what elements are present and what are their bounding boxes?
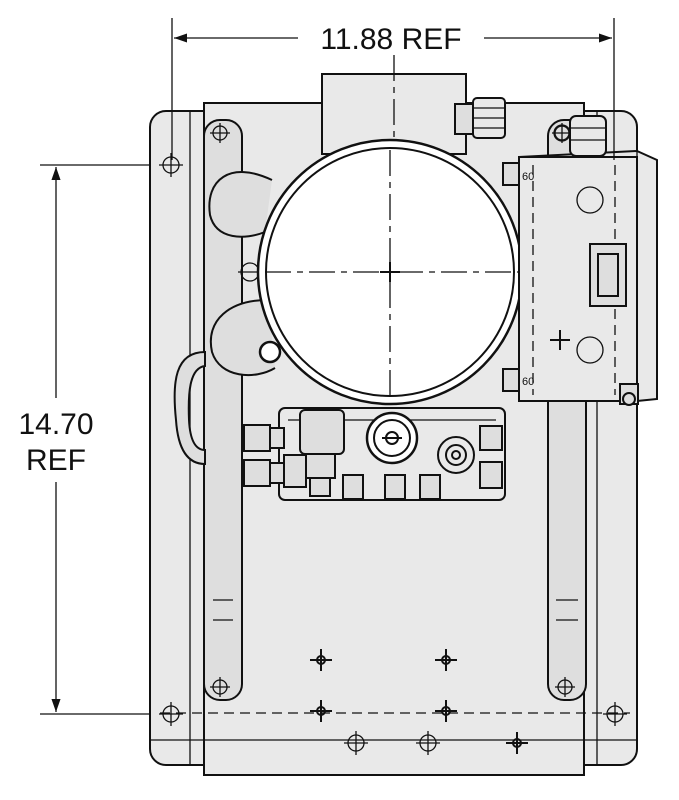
hole-mark	[310, 700, 332, 722]
left-slot-rail	[203, 119, 243, 701]
motor-lifting-brackets	[208, 171, 282, 377]
pressure-gauge-port	[437, 436, 475, 474]
fittings-right	[479, 425, 503, 489]
toggle-switch	[589, 243, 627, 307]
fittings-bottom	[342, 474, 441, 500]
height-dimension-unit: REF	[26, 444, 86, 477]
height-dimension: 14.70 REF	[18, 164, 150, 715]
width-dimension: 11.88 REF	[171, 18, 615, 160]
svg-text:11.88 REF: 11.88 REF	[320, 23, 461, 56]
cable-gland-box	[553, 115, 607, 157]
width-dimension-value: 11.88	[320, 23, 393, 56]
motor-housing	[256, 138, 524, 406]
hole-mark	[310, 649, 332, 671]
upper-switch-tag: 60	[522, 171, 534, 183]
hole-mark	[435, 700, 457, 722]
lower-hole-pattern	[310, 649, 528, 755]
mounting-hole-bottom-left	[159, 702, 183, 726]
height-dimension-value: 14.70	[18, 408, 93, 441]
width-dimension-unit: REF	[402, 23, 462, 56]
control-box: 60 60	[502, 149, 658, 406]
fittings-left	[243, 424, 307, 488]
mounting-hole-top-left	[159, 153, 183, 177]
solenoid-valve	[299, 409, 345, 497]
valve-manifold	[243, 407, 506, 501]
mounting-hole-bottom-right	[603, 702, 627, 726]
lower-switch-tag: 60	[522, 376, 534, 388]
hole-mark	[344, 731, 368, 755]
hole-mark	[416, 731, 440, 755]
cable-gland-top	[454, 97, 506, 139]
hole-mark	[506, 732, 528, 754]
hole-mark	[435, 649, 457, 671]
side-hose-loop	[173, 350, 206, 466]
